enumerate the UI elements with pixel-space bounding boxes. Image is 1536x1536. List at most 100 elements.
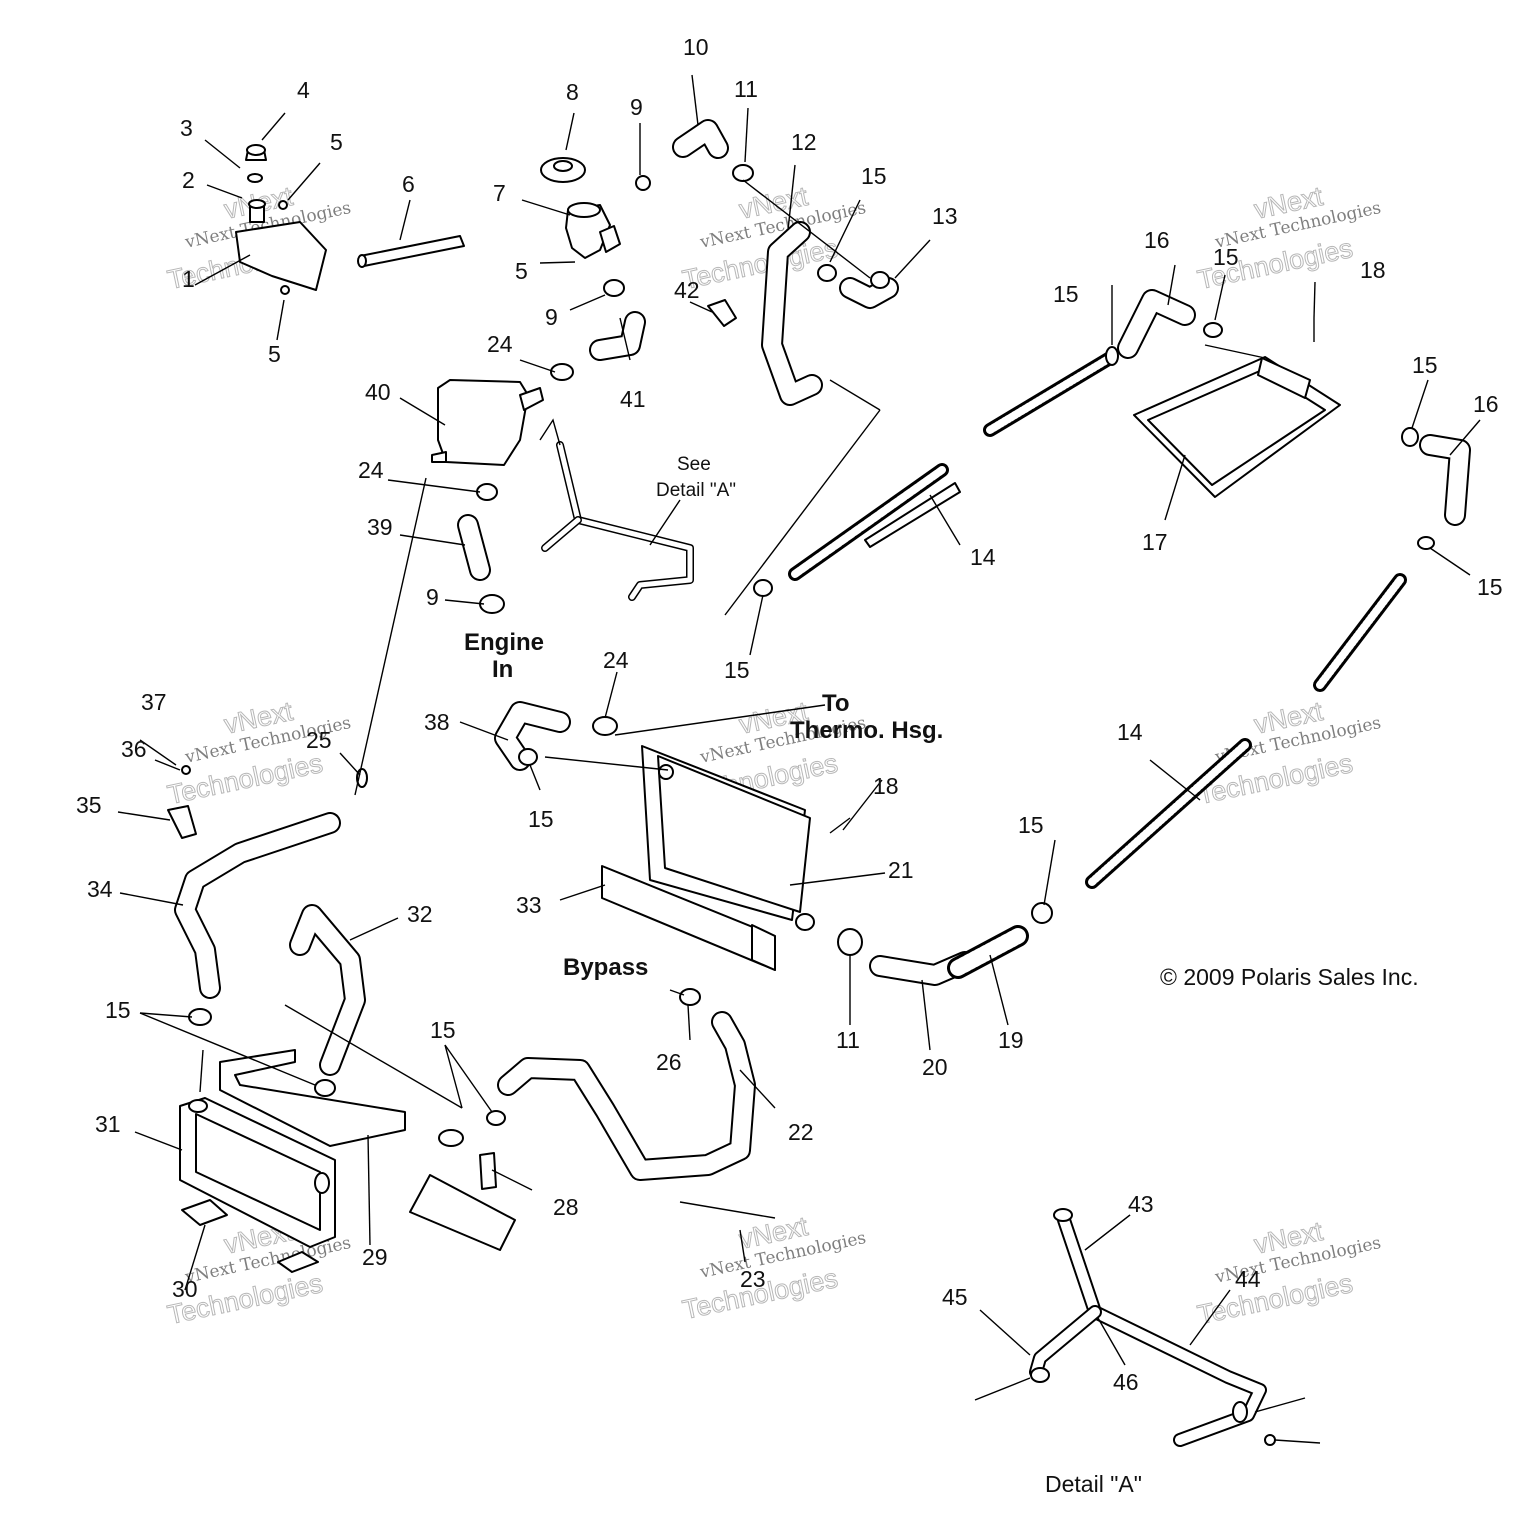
pad-27-b [277,1251,319,1273]
callout-24-b: 24 [358,457,384,483]
callout-27: 30 [172,1276,198,1302]
clamp-15-lower-right [1417,536,1435,550]
detail-a-caption: Detail "A" [1045,1471,1142,1497]
callout-22: 22 [788,1119,814,1145]
callout-3: 3 [180,115,193,141]
clamp-15-pipe-left [753,579,773,597]
pipe-14-lower [1085,738,1252,889]
callout-30: 33 [516,892,542,918]
callout-6: 6 [402,171,415,197]
callout-1: 1 [182,266,195,292]
callout-2: 2 [182,167,195,193]
callout-layer: 4 3 2 5 1 5 6 8 7 5 9 9 10 11 12 15 13 4… [76,34,1503,1395]
callout-34: 37 [141,689,167,715]
bypass-label: Bypass [563,954,648,981]
callout-15-c: 15 [1213,244,1239,270]
callout-16-b: 16 [1473,391,1499,417]
hose-38 [589,311,646,361]
callout-43: 46 [1113,1369,1139,1395]
to-thermo-label-line1: To [822,690,850,717]
callout-14-b: 14 [1117,719,1143,745]
callout-15-a: 15 [861,163,887,189]
hose-10 [672,119,729,159]
clamp-15-right [1401,427,1419,447]
annotation-labels: Engine In To Thermo. Hsg. Bypass See Det… [464,454,1419,1497]
callout-26: 29 [362,1244,388,1270]
callout-25: 28 [553,1194,579,1220]
callout-9-c: 9 [426,584,439,610]
callout-10: 10 [683,34,709,60]
clamp-15-pipe-end [1105,346,1119,366]
hose-19 [947,925,1029,979]
fan-shroud [641,745,815,931]
clamp-24-a [550,363,574,381]
callout-11-b: 11 [836,1027,860,1053]
callout-18-b: 18 [873,773,899,799]
clamp-15-cooler-b [314,1079,336,1097]
callout-24-d: 25 [306,727,332,753]
callout-15-g: 15 [1018,812,1044,838]
coolant-bottle-assembly [235,144,327,295]
hose-12 [761,221,823,406]
callout-32: 35 [76,792,102,818]
engine-in-label-line1: Engine [464,629,544,656]
hose-16-upper [1117,289,1196,359]
callout-41: 44 [1235,1266,1261,1292]
callout-42: 45 [942,1284,968,1310]
clamp-13 [870,271,890,289]
callout-35: 38 [424,709,450,735]
callout-21: 21 [888,857,914,883]
radiator [1133,356,1341,498]
callout-39: 42 [674,277,700,303]
overflow-tube [357,235,465,268]
engine-in-label-line2: In [492,656,513,683]
callout-15-e: 15 [1477,574,1503,600]
hose-31 [174,812,341,999]
detail-a-assembly [1029,1208,1276,1447]
pipe-14-right [1313,573,1407,692]
callout-15-h: 15 [528,806,554,832]
clamp-9-mid [603,279,625,297]
clamp-15-block-b [486,1110,506,1126]
leader-lines [117,74,1481,1444]
bracket-26 [219,1049,406,1147]
clamp-9-top [635,175,651,191]
callout-13: 13 [932,203,958,229]
engine-oil-cooler-block [409,1152,516,1251]
hose-22 [497,1011,756,1181]
pad-27-a [181,1199,228,1226]
callout-5-c: 5 [515,258,528,284]
callout-19: 19 [998,1027,1024,1053]
callout-33: 36 [121,736,147,762]
detail-a-small-assembly [541,441,694,601]
callout-28: 31 [95,1111,121,1137]
bolt-18-lower [829,817,851,834]
oil-cooler [179,1097,336,1248]
callout-24-c: 24 [603,647,629,673]
copyright-notice: © 2009 Polaris Sales Inc. [1160,964,1419,990]
callout-9-a: 9 [630,94,643,120]
callout-11-a: 11 [734,76,758,102]
clamp-24-e [679,988,701,1006]
callout-5-b: 5 [268,341,281,367]
callout-15-d: 15 [1412,352,1438,378]
callout-7: 7 [493,180,506,206]
callout-24-a: 24 [487,331,513,357]
clip-39 [707,299,737,327]
clamp-15-radiator-top [1203,322,1223,338]
see-detail-label-line2: Detail "A" [656,480,736,501]
callout-29: 32 [407,901,433,927]
pipe-14-upper-right [983,351,1117,437]
callout-36: 39 [367,514,393,540]
bracket-30 [601,865,776,971]
clamp-15-cooler-a [188,1008,212,1026]
to-thermo-label-line2: Thermo. Hsg. [790,717,943,744]
callout-14-a: 14 [970,544,996,570]
clamp-15-lower [1031,902,1053,924]
surge-tank [431,379,544,466]
hose-36 [457,514,491,581]
clamp-11-lower [837,928,863,956]
